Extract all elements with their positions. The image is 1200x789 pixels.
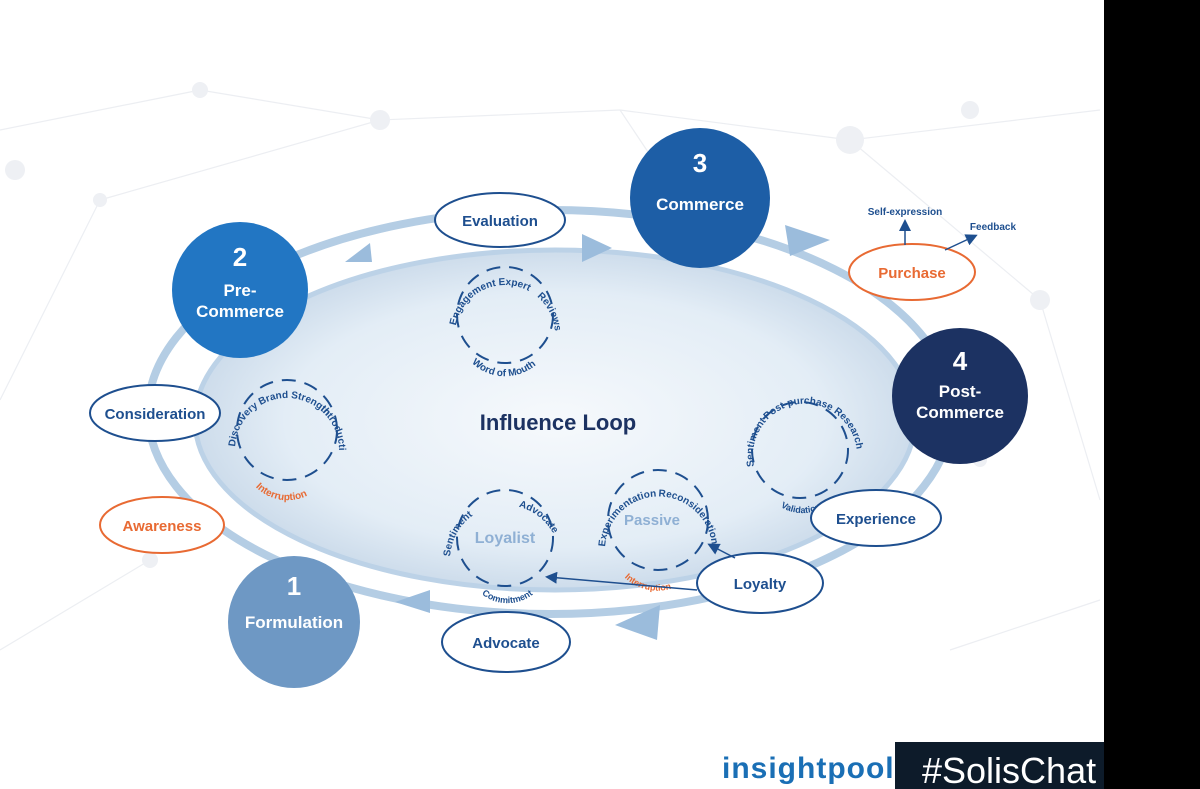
arrow-top-left — [345, 243, 372, 262]
stage-3-name: Commerce — [656, 195, 744, 214]
stage-4-name-line1: Post- — [939, 382, 982, 401]
loyalty-to-passive-arrow — [707, 543, 736, 559]
stage-1-name: Formulation — [245, 613, 343, 632]
stage-3-commerce: 3 Commerce — [630, 128, 770, 268]
label-feedback: Feedback — [970, 222, 1017, 233]
influence-loop-diagram: Influence Loop Engagement Expert Reviews… — [0, 0, 1101, 688]
network-nodes — [5, 82, 1050, 568]
svg-text:Purchase: Purchase — [878, 265, 946, 282]
node-awareness: Awareness — [99, 496, 225, 554]
svg-text:Evaluation: Evaluation — [462, 213, 538, 230]
svg-text:Experience: Experience — [836, 511, 916, 528]
label-self-expression: Self-expression — [868, 207, 942, 218]
stage-2-pre-commerce: 2 Pre- Commerce — [172, 222, 308, 358]
feedback-arrow — [944, 234, 978, 251]
arrow-bottom-right — [615, 605, 660, 640]
stage-2-name-line2: Commerce — [196, 302, 284, 321]
network-background — [0, 89, 1101, 651]
node-experience: Experience — [810, 489, 942, 547]
stage-2-name-line1: Pre- — [223, 281, 256, 300]
node-purchase: Purchase — [848, 243, 976, 301]
loyalist-label: Loyalist — [475, 530, 536, 547]
node-loyalty: Loyalty — [696, 552, 824, 614]
stage-4-name-line2: Commerce — [916, 403, 1004, 422]
diagram-title: Influence Loop — [480, 410, 636, 435]
svg-text:Loyalty: Loyalty — [734, 576, 787, 593]
loop-arrows — [345, 225, 830, 640]
stage-4-post-commerce: 4 Post- Commerce — [892, 328, 1028, 464]
hashtag-text: #SolisChat — [922, 750, 1097, 789]
slide: Influence Loop Engagement Expert Reviews… — [0, 0, 1104, 789]
node-advocate: Advocate — [441, 611, 571, 673]
stage-2-number: 2 — [233, 242, 247, 272]
arrow-top-right — [785, 225, 830, 256]
stage-4-number: 4 — [953, 346, 968, 376]
stage-1-formulation: 1 Formulation — [228, 556, 360, 688]
loyalty-to-commitment-arrow — [545, 571, 698, 591]
stage-3-number: 3 — [693, 148, 707, 178]
arrow-top-mid — [582, 234, 612, 262]
svg-text:Consideration: Consideration — [105, 406, 206, 423]
svg-text:Awareness: Awareness — [123, 518, 202, 535]
passive-label: Passive — [624, 512, 680, 529]
hashtag-box — [895, 742, 1104, 789]
node-consideration: Consideration — [89, 384, 221, 442]
insightpool-logo: insightpool — [722, 752, 895, 785]
stage-1-number: 1 — [287, 571, 301, 601]
node-evaluation: Evaluation — [434, 192, 566, 248]
svg-text:Advocate: Advocate — [472, 635, 540, 652]
arrow-bottom-left — [395, 590, 430, 613]
